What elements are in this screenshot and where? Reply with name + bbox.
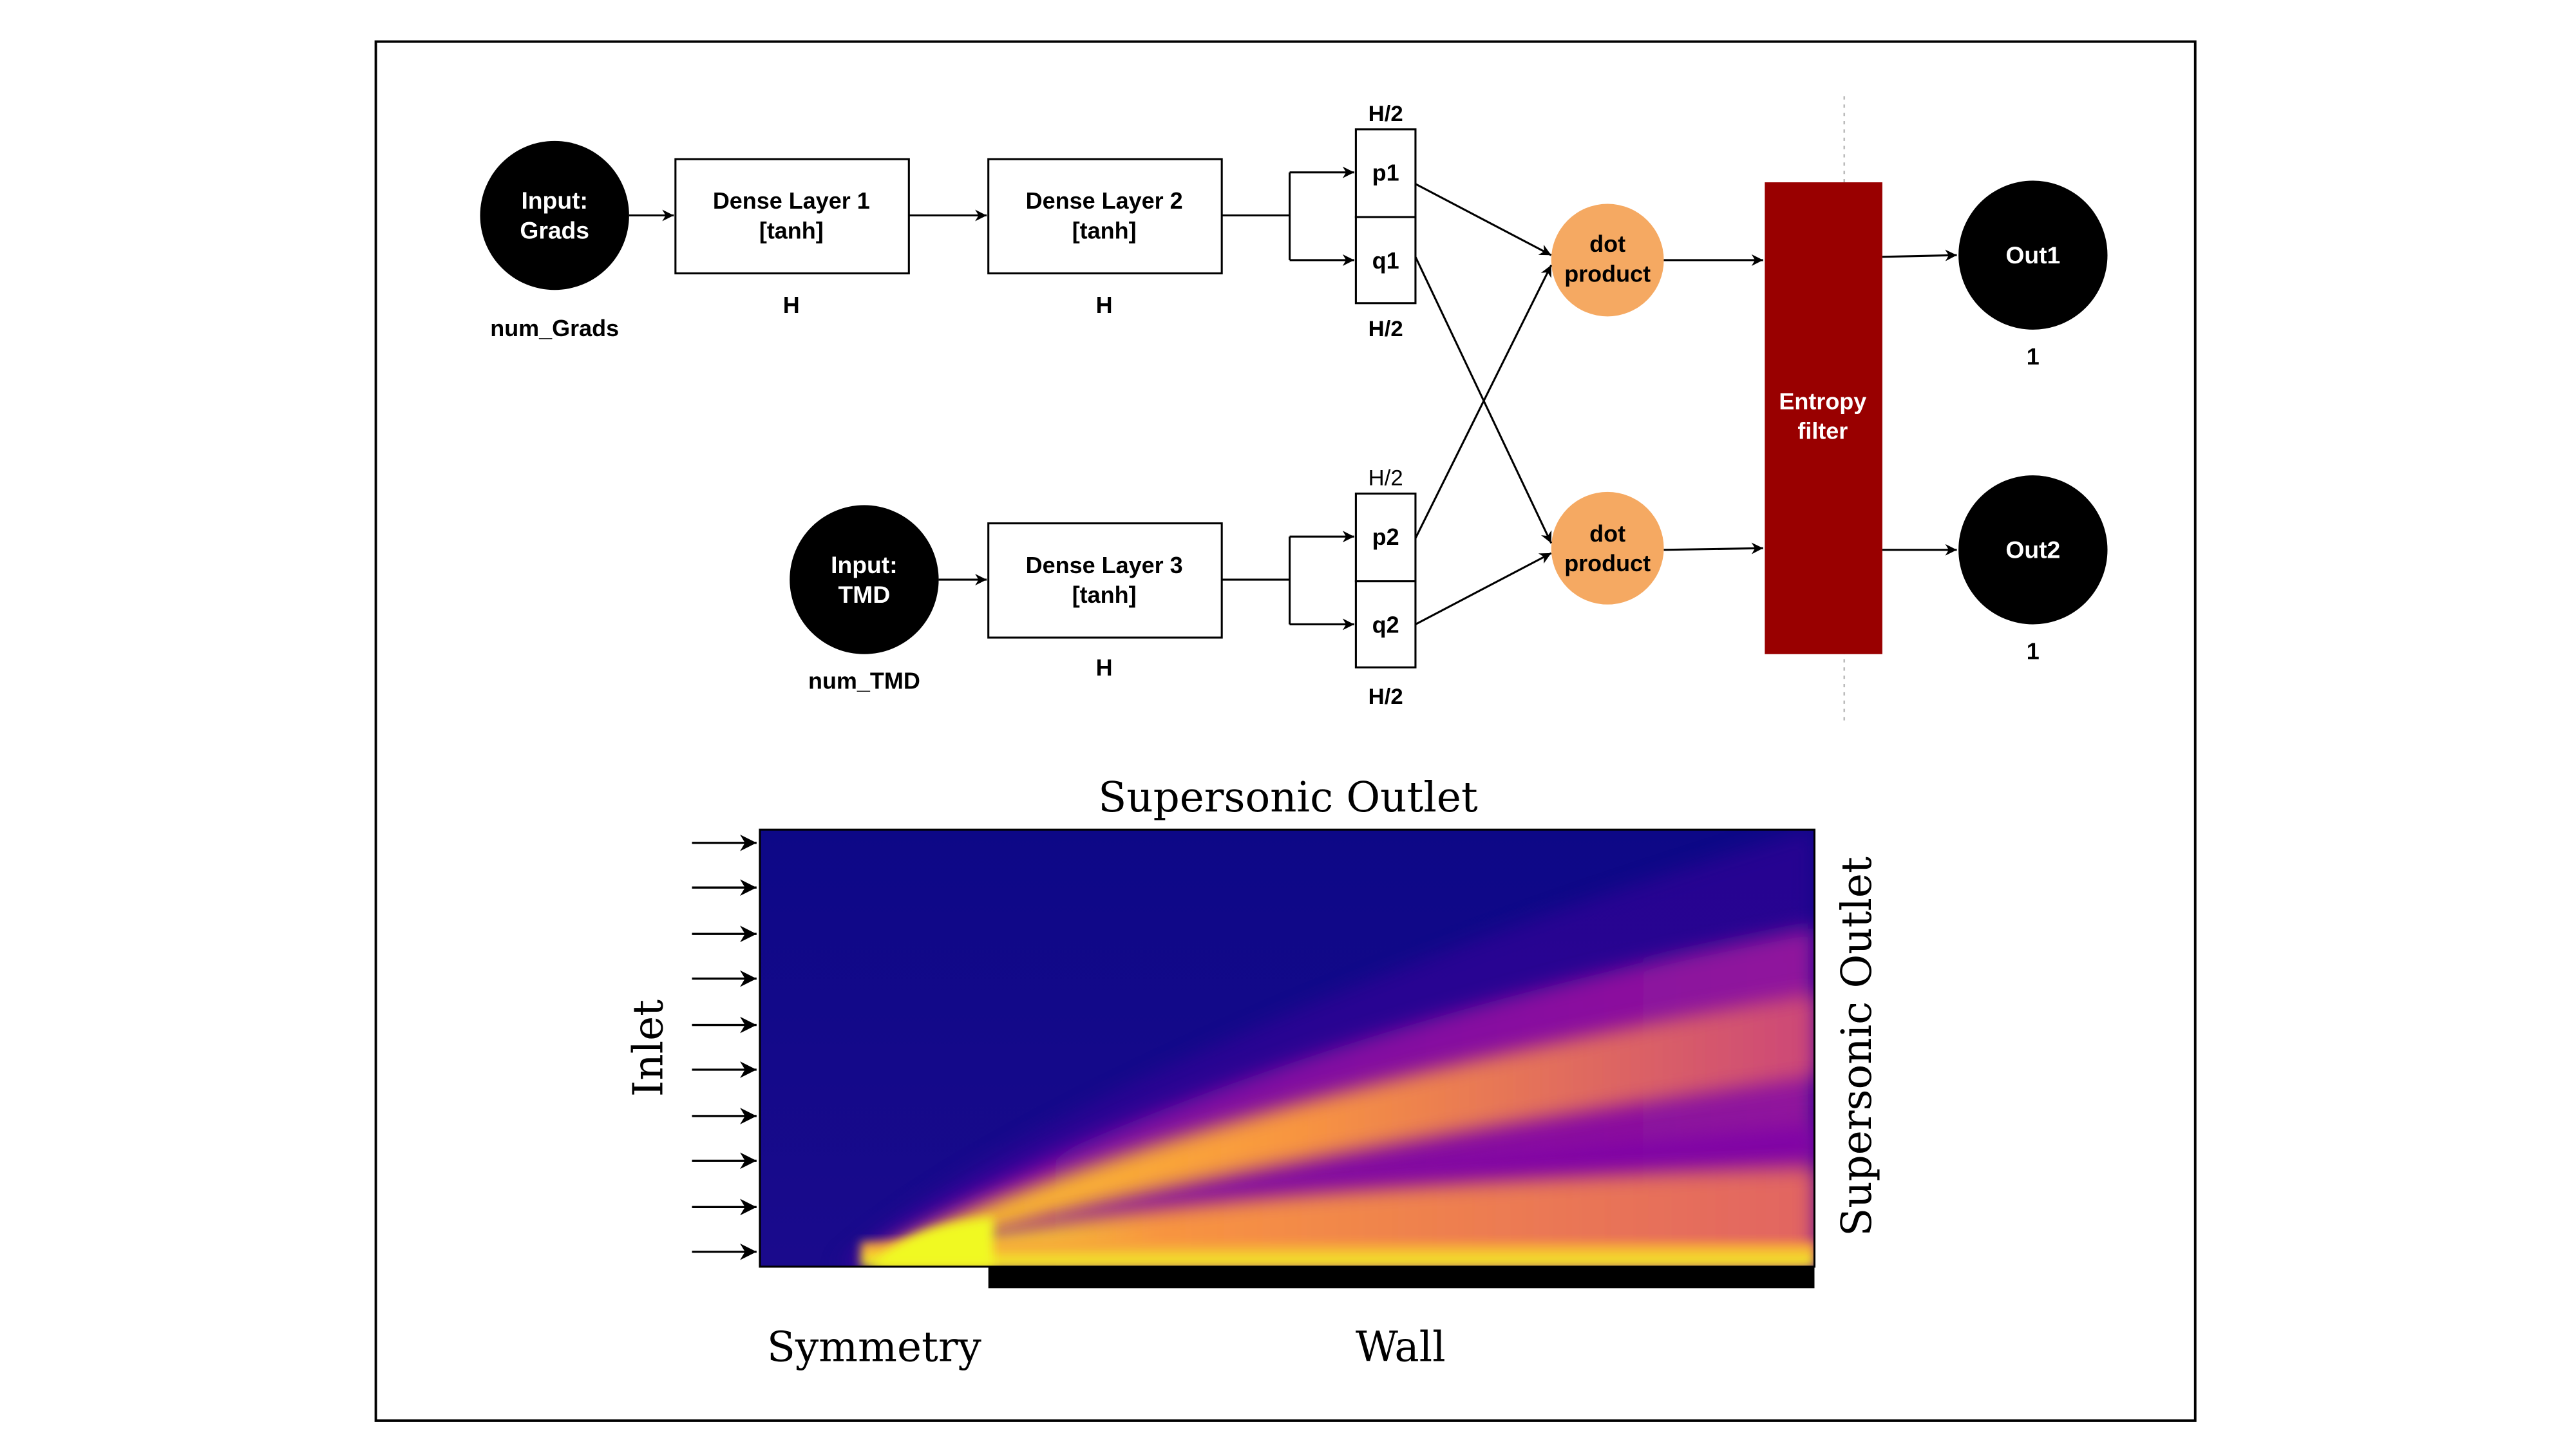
split-top-dim-bottom: H/2 [1368, 317, 1403, 341]
p1-label: p1 [1372, 160, 1399, 186]
network-diagram: Input: Grads num_Grads Dense Layer 1 [ta… [480, 96, 2108, 721]
input-tmd-node: Input: TMD [790, 505, 939, 654]
split-top-dim-top: H/2 [1368, 102, 1403, 126]
out2-node: Out2 [1958, 475, 2108, 625]
entropy-filter: Entropy filter [1765, 182, 1882, 654]
q2-label: q2 [1372, 611, 1399, 638]
dot-product-top-label-1: dot [1589, 231, 1625, 257]
input-grads-node: Input: Grads [480, 140, 629, 290]
flow-domain: Supersonic Outlet [624, 773, 1881, 1371]
input-tmd-label-1: Input: [831, 551, 897, 578]
out1-dim: 1 [2027, 343, 2040, 370]
dot-product-bottom-label-1: dot [1589, 520, 1625, 547]
inlet-label: Inlet [624, 999, 672, 1097]
inlet-arrows [692, 834, 757, 1260]
dense-layer-3-dim: H [1096, 654, 1113, 681]
dot-product-bottom-label-2: product [1564, 550, 1651, 576]
dense-layer-2-dim: H [1096, 292, 1113, 318]
symmetry-label: Symmetry [767, 1323, 982, 1371]
dense-layer-1-label: Dense Layer 1 [713, 187, 870, 214]
top-boundary-label: Supersonic Outlet [1098, 773, 1478, 822]
figure-frame [374, 40, 2197, 1422]
dense-layer-1-activation: [tanh] [759, 218, 824, 244]
split-bottom-dim-bottom: H/2 [1368, 685, 1403, 709]
dense-layer-2-activation: [tanh] [1072, 218, 1137, 244]
q1-label: q1 [1372, 247, 1399, 274]
split-top: p1 q1 [1354, 128, 1417, 305]
input-grads-dim: num_Grads [490, 315, 619, 341]
split-bottom: p2 q2 [1354, 492, 1417, 668]
flow-field [759, 829, 1815, 1267]
dot-product-top-label-2: product [1564, 260, 1651, 287]
entropy-filter-label-1: Entropy [1779, 388, 1866, 414]
out2-label: Out2 [2005, 536, 2060, 564]
wall-label: Wall [1356, 1323, 1446, 1371]
dense-layer-3-label: Dense Layer 3 [1026, 552, 1183, 578]
input-tmd-dim: num_TMD [808, 668, 920, 694]
out2-dim: 1 [2027, 638, 2040, 664]
split-bottom-dim-top: H/2 [1368, 466, 1403, 491]
out1-label: Out1 [2005, 242, 2060, 269]
wall-boundary [988, 1266, 1815, 1289]
right-boundary-label: Supersonic Outlet [1833, 857, 1881, 1236]
connectors [629, 166, 1957, 630]
p2-label: p2 [1372, 524, 1399, 550]
dense-layer-3-activation: [tanh] [1072, 582, 1137, 608]
input-grads-label-1: Input: [521, 187, 587, 214]
dense-layer-2-label: Dense Layer 2 [1026, 187, 1183, 214]
dense-layer-2: Dense Layer 2 [tanh] [987, 158, 1223, 275]
entropy-filter-label-2: filter [1797, 418, 1848, 444]
input-grads-label-2: Grads [520, 217, 589, 244]
input-tmd-label-2: TMD [838, 581, 891, 608]
dot-product-bottom: dot product [1551, 491, 1664, 605]
dense-layer-1-dim: H [783, 292, 800, 318]
dense-layer-1: Dense Layer 1 [tanh] [674, 158, 910, 275]
dense-layer-3: Dense Layer 3 [tanh] [987, 522, 1223, 639]
dot-product-top: dot product [1551, 204, 1664, 317]
out1-node: Out1 [1958, 180, 2108, 330]
